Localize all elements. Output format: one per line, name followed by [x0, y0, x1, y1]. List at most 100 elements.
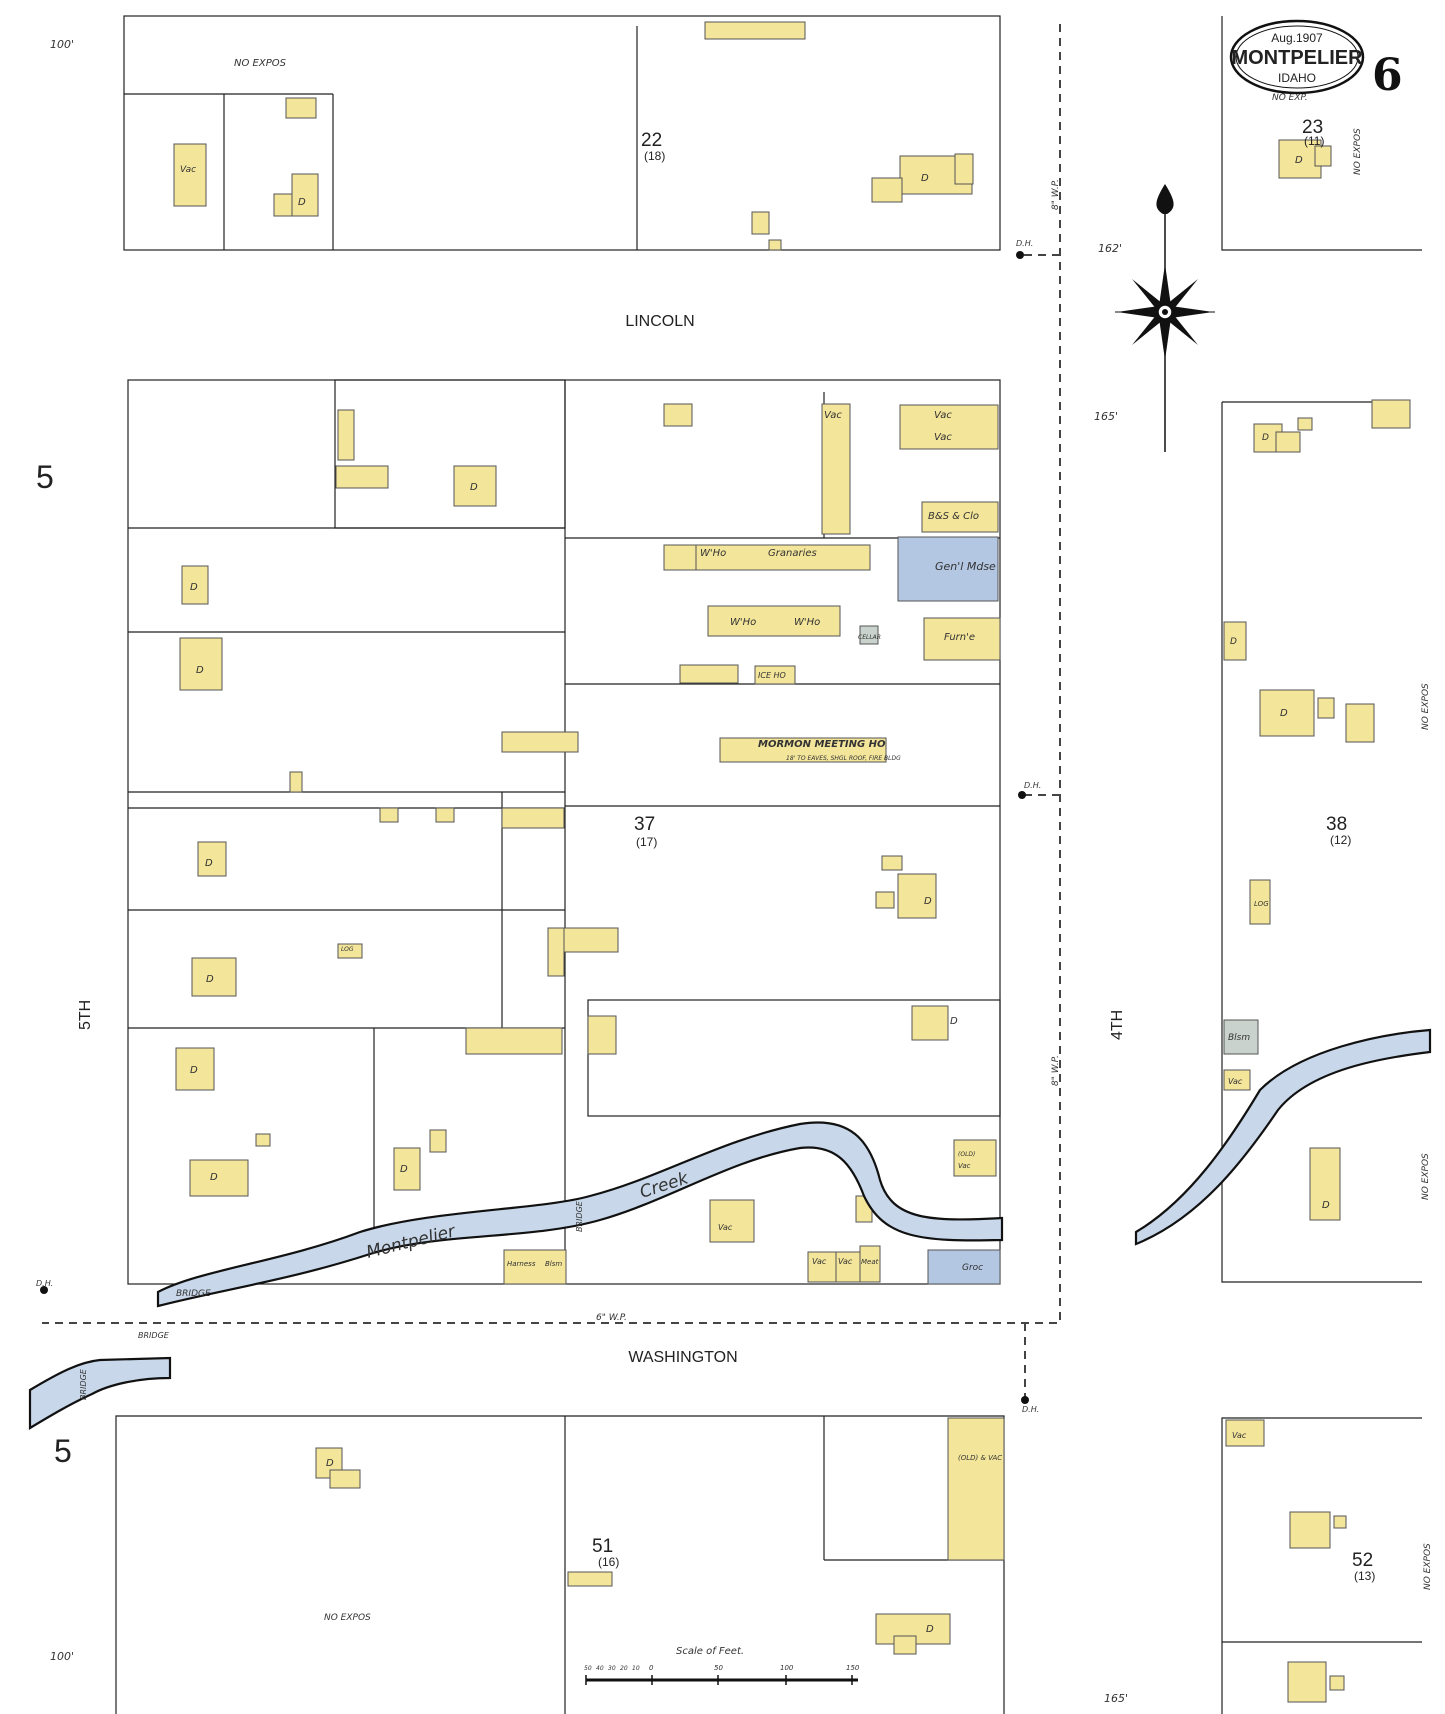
- block-sub-number: (13): [1354, 1569, 1375, 1583]
- block-sub-number: (17): [636, 835, 657, 849]
- scale-tick: 40: [596, 1665, 604, 1672]
- who-label: W'Ho: [794, 617, 820, 628]
- dwelling-label: D: [326, 1458, 334, 1469]
- bridge-label: BRIDGE: [79, 1368, 88, 1400]
- vacant-store: [709, 1199, 755, 1243]
- dwelling-label: D: [210, 1172, 218, 1183]
- building: [1289, 1511, 1331, 1549]
- dwelling: [181, 565, 209, 605]
- mormon-sub-label: 18' TO EAVES, SHGL ROOF, FIRE BLDG: [786, 755, 901, 762]
- blacksmith: [1223, 1019, 1259, 1055]
- vac-label: Vac: [1232, 1431, 1247, 1440]
- furn-label: Furn'e: [944, 632, 975, 643]
- block-38: D D D LOG Blsm Vac D 38 (12) NO EXPOS NO…: [1221, 399, 1431, 1283]
- stable: [335, 465, 389, 489]
- dwelling: [179, 637, 223, 691]
- meat-label: Meat: [861, 1258, 879, 1266]
- vacant-building: [173, 143, 207, 207]
- cellar-label: CELLAR: [858, 634, 881, 641]
- vac-label: Vac: [934, 432, 952, 443]
- scale-bar: Scale of Feet. 50 40 30 20 10 0 50 100 1…: [584, 1646, 860, 1685]
- vac-label: Vac: [838, 1257, 853, 1266]
- vac-label: Vac: [1228, 1077, 1243, 1086]
- building: [329, 1469, 361, 1489]
- no-expos-note: NO EXPOS: [1353, 128, 1363, 175]
- dwelling: [189, 1159, 249, 1197]
- scale-tick: 0: [649, 1664, 654, 1672]
- block-number: 37: [634, 814, 655, 835]
- building-row: [704, 21, 806, 40]
- vac-label: Vac: [958, 1162, 971, 1170]
- dwelling: [1223, 621, 1247, 661]
- no-expos-note: NO EXPOS: [1423, 1543, 1433, 1590]
- stable: [567, 1571, 613, 1587]
- building: [1275, 431, 1301, 453]
- furniture-store: [923, 617, 1001, 661]
- dwelling-label: D: [298, 197, 306, 208]
- old-vacant: [947, 1417, 1005, 1561]
- vac-label: Vac: [824, 410, 842, 421]
- scale-tick: 150: [846, 1664, 860, 1672]
- scale-tick: 30: [608, 1665, 616, 1672]
- vacant-store: [821, 403, 851, 535]
- warehouses: [707, 605, 841, 637]
- vac-label: Vac: [180, 165, 196, 175]
- block-sub-number: (12): [1330, 833, 1351, 847]
- log-building: [337, 943, 363, 959]
- street-width: 165': [1094, 410, 1118, 423]
- main-8in-label: 8" W.P.: [1051, 179, 1061, 210]
- shed: [547, 927, 565, 977]
- old-vacant: [953, 1139, 997, 1177]
- street-4th: 4TH: [1109, 1010, 1126, 1040]
- who-label: W'Ho: [700, 548, 726, 559]
- dwelling-label: D: [1230, 637, 1237, 647]
- vac-label: Vac: [718, 1223, 733, 1232]
- old-label: (OLD): [958, 1151, 975, 1158]
- street-washington: WASHINGTON: [628, 1349, 737, 1366]
- ice-ho-label: ICE HO: [758, 671, 786, 680]
- log-building: [1249, 879, 1271, 925]
- dwelling: [911, 1005, 949, 1041]
- dwelling-label: D: [205, 858, 213, 869]
- block-number: 38: [1326, 814, 1347, 835]
- shed: [429, 1129, 447, 1153]
- scale-tick: 50: [714, 1664, 723, 1672]
- building: [768, 239, 782, 251]
- shed: [875, 891, 895, 909]
- block-37: Vac Vac B&S & Clo Gen'l Mdse Furn'e Vac …: [127, 379, 1001, 1285]
- stable: [1371, 399, 1411, 429]
- no-expos-note: NO EXPOS: [324, 1613, 371, 1623]
- harness-label: Harness: [507, 1260, 536, 1268]
- street-width: 100': [50, 38, 74, 51]
- title-cartouche: Aug.1907 MONTPELIER IDAHO 6: [1229, 19, 1403, 101]
- shed: [289, 771, 303, 793]
- block-51: (OLD) & VAC D D NO EXPOS 51 (16): [115, 1415, 1005, 1714]
- groc-label: Groc: [962, 1263, 983, 1273]
- shed: [501, 807, 565, 829]
- dwelling: [1309, 1147, 1341, 1221]
- building: [679, 664, 739, 684]
- dwelling: [875, 1613, 951, 1645]
- dwelling-label: D: [400, 1164, 408, 1175]
- no-expos-note: NO EXPOS: [234, 58, 287, 69]
- dwelling: [1259, 689, 1315, 737]
- scale-tick: 10: [632, 1665, 640, 1672]
- street-width: 100': [50, 1650, 74, 1663]
- north-arrow: [1115, 184, 1215, 452]
- scale-title: Scale of Feet.: [676, 1646, 744, 1657]
- dwelling-label: D: [190, 1065, 198, 1076]
- shed: [337, 409, 355, 461]
- harness-blacksmith: [503, 1249, 567, 1285]
- main-6in-label: 6" W.P.: [596, 1313, 627, 1323]
- mormon-meeting-house: [719, 737, 887, 763]
- street-names: LINCOLN WASHINGTON 5TH 4TH: [77, 313, 1126, 1366]
- gen-mdse-label: Gen'l Mdse: [935, 560, 996, 573]
- stable: [563, 927, 619, 953]
- street-lincoln: LINCOLN: [625, 313, 694, 330]
- adjacent-sheet-ref: 5: [54, 1433, 72, 1469]
- dwelling: [191, 957, 237, 997]
- dwelling-label: D: [1280, 708, 1288, 719]
- city-name: MONTPELIER: [1231, 47, 1363, 69]
- block-sub-number: (11): [1304, 134, 1324, 148]
